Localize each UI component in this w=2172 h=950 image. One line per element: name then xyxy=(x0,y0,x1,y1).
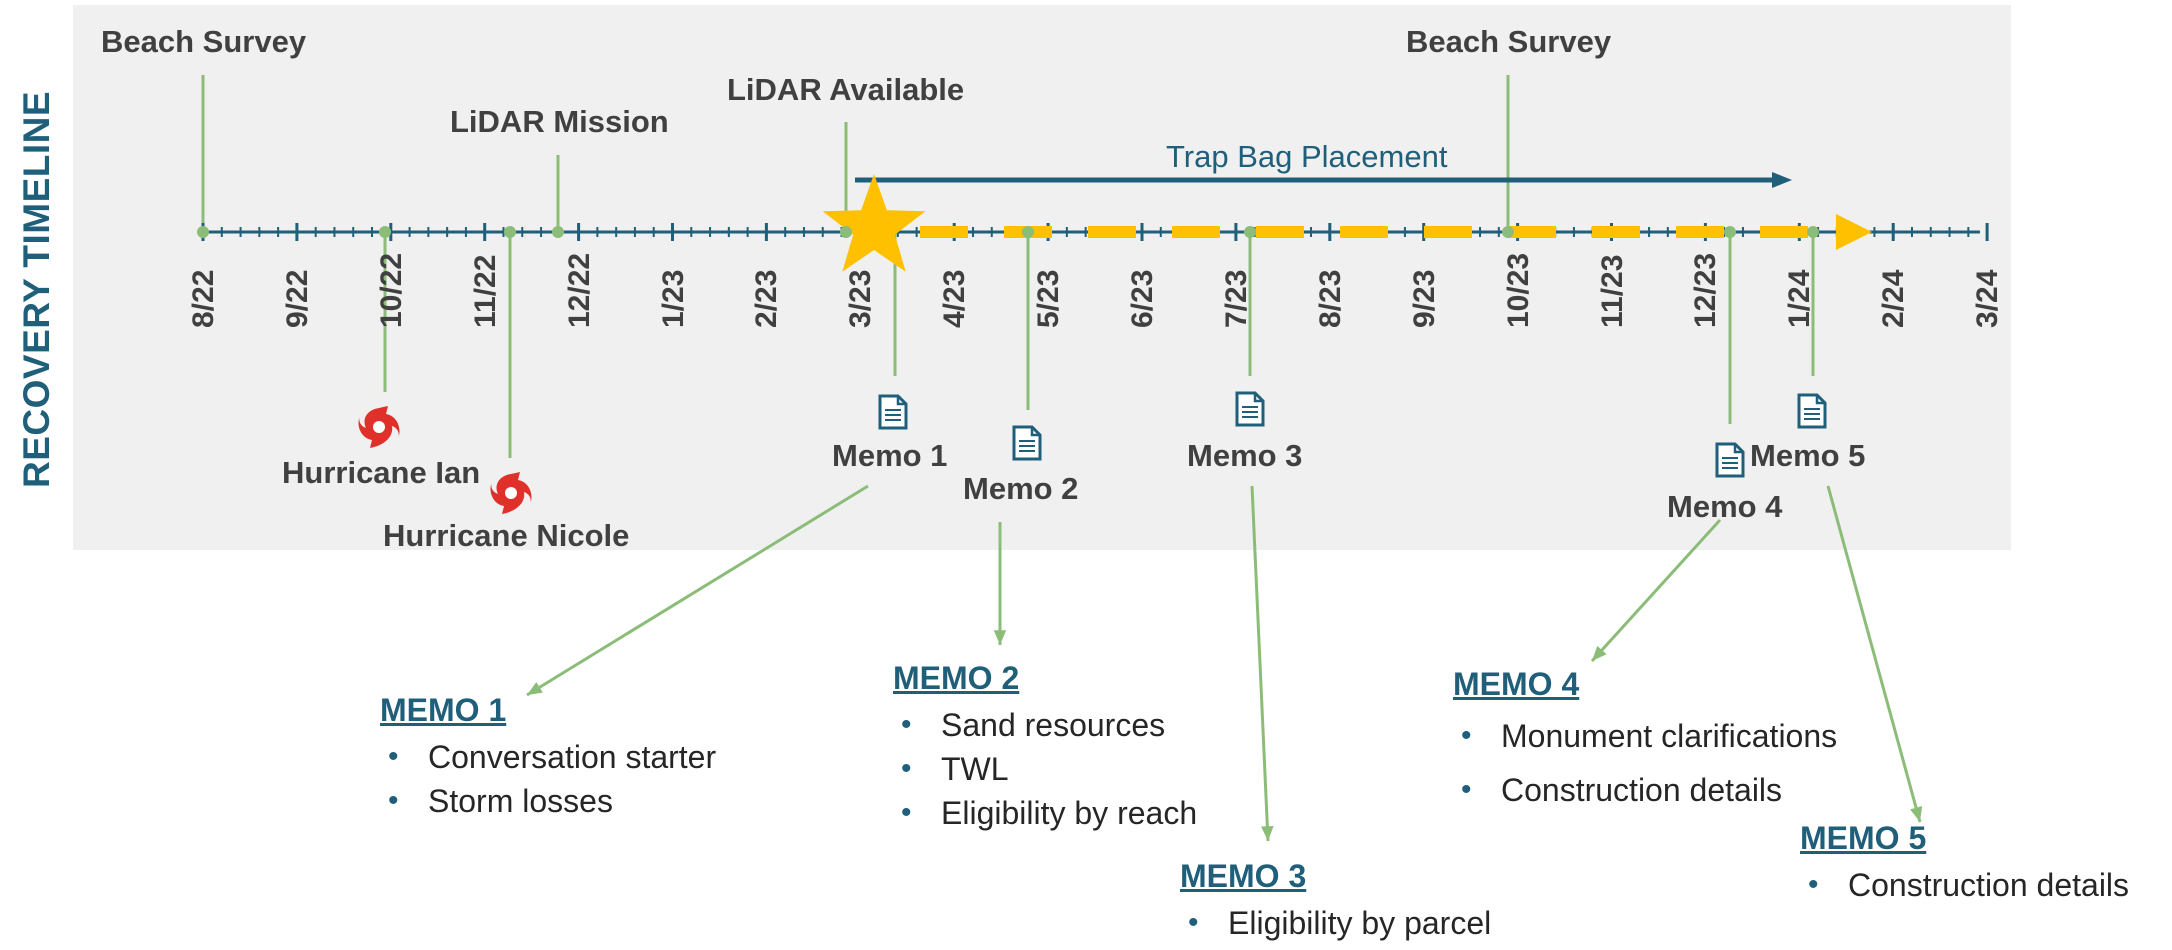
memo3-title: MEMO 3 xyxy=(1180,858,1307,894)
event-point xyxy=(1502,226,1514,238)
memo1-box: MEMO 1 •Conversation starter •Storm loss… xyxy=(380,692,716,823)
memo5-label: Memo 5 xyxy=(1750,438,1866,473)
memo4-arrow-head xyxy=(1592,645,1607,661)
memo4-item: •Construction details xyxy=(1453,763,1837,817)
event-point xyxy=(1022,226,1034,238)
memo1-label: Memo 1 xyxy=(832,438,948,473)
memo4-item: •Monument clarifications xyxy=(1453,709,1837,763)
memo5-item: •Construction details xyxy=(1800,863,2129,907)
start-star xyxy=(822,174,926,272)
hurricane-icon xyxy=(358,406,400,448)
lidar-available-label: LiDAR Available xyxy=(727,72,965,107)
bullet-icon: • xyxy=(1188,906,1199,939)
bullet-icon: • xyxy=(901,708,912,741)
bullet-icon: • xyxy=(1461,773,1472,806)
tick-label: 6/23 xyxy=(1126,269,1159,328)
trap-bag-arrow xyxy=(855,172,1792,188)
tick-label: 9/22 xyxy=(280,269,314,328)
memo4-label: Memo 4 xyxy=(1667,489,1783,524)
memo2-box: MEMO 2 •Sand resources •TWL •Eligibility… xyxy=(893,660,1197,835)
hurricane-ian-label: Hurricane Ian xyxy=(282,455,481,490)
memo4-title: MEMO 4 xyxy=(1453,666,1580,702)
memo2-arrow-head xyxy=(993,630,1007,645)
tick-label: 11/23 xyxy=(1595,254,1629,328)
tick-label: 5/23 xyxy=(1032,269,1066,328)
bullet-icon: • xyxy=(388,740,399,773)
event-point xyxy=(552,226,564,238)
document-icon xyxy=(1797,393,1827,429)
memo1-item: •Storm losses xyxy=(380,779,716,823)
event-point xyxy=(379,226,391,238)
bullet-icon: • xyxy=(901,752,912,785)
tick-label: 11/22 xyxy=(468,254,502,328)
memo2-title: MEMO 2 xyxy=(893,660,1020,696)
tick-label: 12/22 xyxy=(562,252,596,328)
memo1-arrow xyxy=(526,484,869,697)
bullet-icon: • xyxy=(388,784,399,817)
event-point xyxy=(197,226,209,238)
tick-label: 8/23 xyxy=(1313,269,1347,328)
memo5-box: MEMO 5 •Construction details xyxy=(1800,820,2129,907)
memo1-arrow-head xyxy=(527,681,543,695)
memo1-title: MEMO 1 xyxy=(380,692,507,728)
bullet-icon: • xyxy=(901,796,912,829)
trap-bag-arrowhead xyxy=(1772,172,1792,188)
bullet-icon: • xyxy=(1808,868,1819,901)
memo2-item: •TWL xyxy=(893,747,1197,791)
memo3-label: Memo 3 xyxy=(1187,438,1303,473)
tick-label: 9/23 xyxy=(1407,269,1441,328)
memo2-item: •Eligibility by reach xyxy=(893,791,1197,835)
tick-label: 2/24 xyxy=(1877,269,1911,328)
tick-label: 1/24 xyxy=(1783,269,1817,328)
event-point xyxy=(504,226,516,238)
leader-lines xyxy=(201,75,1923,842)
document-icon xyxy=(1235,391,1265,427)
tick-label: 3/23 xyxy=(844,269,878,328)
memo3-box: MEMO 3 •Eligibility by parcel xyxy=(1180,858,1491,945)
event-points xyxy=(197,226,1819,238)
memo5-title: MEMO 5 xyxy=(1800,820,1927,856)
tick-label: 3/24 xyxy=(1971,269,2005,328)
memo1-item: •Conversation starter xyxy=(380,735,716,779)
bullet-icon: • xyxy=(1461,719,1472,752)
construction-arrowhead xyxy=(1836,214,1872,250)
timeline-panel xyxy=(73,5,2011,550)
tick-label: 8/22 xyxy=(187,269,220,328)
memo5-arrow-head xyxy=(1910,806,1923,822)
tick-label: 10/23 xyxy=(1501,252,1535,328)
tick-label: 1/23 xyxy=(656,269,690,328)
beach-survey-1-label: Beach Survey xyxy=(101,24,307,59)
memo3-item: •Eligibility by parcel xyxy=(1180,901,1491,945)
hurricane-icon xyxy=(490,472,532,514)
document-icon xyxy=(878,394,908,430)
memo3-arrow xyxy=(1250,485,1270,842)
event-point xyxy=(1244,226,1256,238)
memo3-arrow-head xyxy=(1261,825,1274,841)
document-icon xyxy=(1715,442,1745,478)
memo5-arrow xyxy=(1826,485,1922,823)
memo2-item: •Sand resources xyxy=(893,703,1197,747)
memo2-label: Memo 2 xyxy=(963,471,1079,506)
beach-survey-2-label: Beach Survey xyxy=(1406,24,1612,59)
lidar-mission-label: LiDAR Mission xyxy=(450,104,669,139)
memo4-box: MEMO 4 •Monument clarifications •Constru… xyxy=(1453,666,1837,817)
document-icon xyxy=(1012,425,1042,461)
trap-bag-label: Trap Bag Placement xyxy=(1166,139,1448,174)
event-point xyxy=(1807,226,1819,238)
memo4-arrow xyxy=(1590,518,1722,663)
tick-label: 4/23 xyxy=(938,269,972,328)
tick-label: 12/23 xyxy=(1689,252,1723,328)
star-icon xyxy=(822,174,926,272)
side-title: RECOVERY TIMELINE xyxy=(16,90,57,488)
event-point xyxy=(840,226,852,238)
hurricane-nicole-label: Hurricane Nicole xyxy=(383,518,630,553)
tick-label: 7/23 xyxy=(1219,269,1253,328)
tick-label: 10/22 xyxy=(374,252,408,328)
tick-label: 2/23 xyxy=(750,269,784,328)
event-point xyxy=(1724,226,1736,238)
